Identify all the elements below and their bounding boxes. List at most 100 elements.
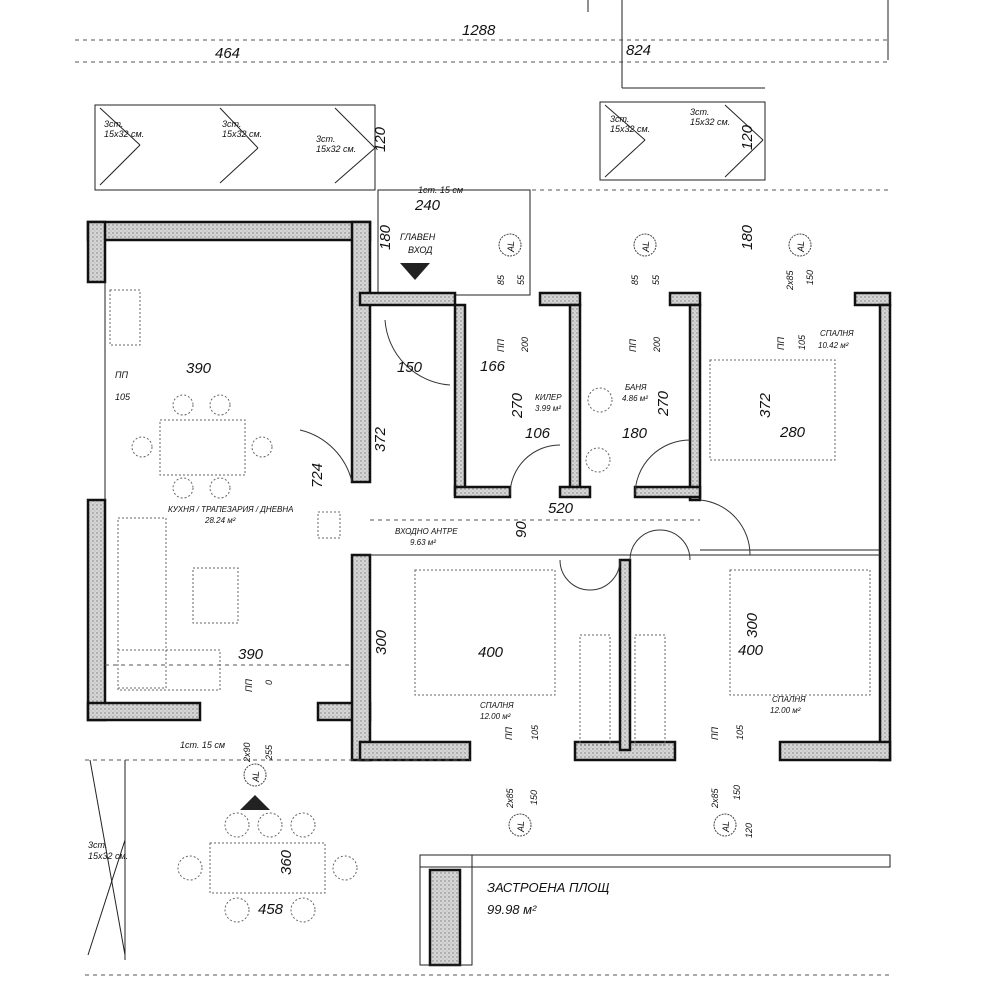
terrace-step-label: 1ст. 15 см xyxy=(180,740,225,750)
bedroom1-sill-label: ПП xyxy=(776,336,786,350)
window-tags xyxy=(243,233,812,837)
built-area-value: 99.98 м² xyxy=(487,902,537,917)
kitchen-room-area: 28.24 м² xyxy=(204,516,236,525)
window-size: 2x85 xyxy=(785,269,795,291)
kitchen-room-name: КУХНЯ / ТРАПЕЗАРИЯ / ДНЕВНА xyxy=(168,505,293,514)
terrace xyxy=(85,759,470,960)
window-size: 2x90 xyxy=(242,742,252,763)
top-stairs xyxy=(94,101,890,191)
stair-label: 3ст. xyxy=(222,119,241,129)
dimension-pantry-height: 270 xyxy=(509,392,526,419)
pantry-sill-value: 200 xyxy=(520,337,530,353)
window-tag: AL xyxy=(251,771,261,783)
window-depth: 120 xyxy=(744,823,754,838)
dimension-hall-depth: 90 xyxy=(513,521,530,538)
stair-label: 3ст. xyxy=(88,840,107,850)
dimension-hall-width: 520 xyxy=(548,500,574,517)
dimension-stair-depth: 120 xyxy=(372,126,389,152)
dimension-bath-door: 180 xyxy=(622,425,648,442)
bedroom3-room-area: 12.00 м² xyxy=(770,706,801,715)
stair-label: 3ст. xyxy=(610,114,629,124)
pantry-room-area: 3.99 м² xyxy=(535,404,561,413)
window-sill: 150 xyxy=(732,785,742,800)
bedroom3-sill-label: ПП xyxy=(710,726,720,740)
dimension-bedroom1-height: 372 xyxy=(757,392,774,418)
dimension-bedroom2-width: 400 xyxy=(478,644,504,661)
window-tag: AL xyxy=(721,821,731,833)
stair-size: 15x32 см. xyxy=(104,129,144,139)
window-tag: AL xyxy=(506,241,516,253)
kitchen-sill-value-2: 0 xyxy=(264,680,274,685)
dimension-terrace-table: 360 xyxy=(278,849,295,875)
bedroom1-room-name: СПАЛНЯ xyxy=(820,329,854,338)
dimension-left-width: 464 xyxy=(215,45,240,62)
stair-label: 3ст. xyxy=(104,119,123,129)
bedroom2-sill-value: 105 xyxy=(530,724,540,740)
stair-label: 3ст. xyxy=(690,107,709,117)
dimension-entry-depth: 180 xyxy=(377,224,394,250)
window-size: 85 xyxy=(630,274,640,285)
dimension-hall-height: 372 xyxy=(372,426,389,452)
window-sill: 55 xyxy=(516,274,526,285)
stair-size: 15x32 см. xyxy=(690,117,730,127)
window-sill: 150 xyxy=(529,790,539,805)
stair-size: 15x32 см. xyxy=(316,144,356,154)
dimension-terrace-width: 458 xyxy=(258,901,284,918)
dimension-bedroom1-width: 280 xyxy=(779,424,806,441)
window-size: 2x85 xyxy=(710,787,720,809)
bedroom3-room-name: СПАЛНЯ xyxy=(772,695,806,704)
bedroom3-sill-value: 105 xyxy=(735,724,745,740)
dimension-hall-door: 150 xyxy=(397,359,423,376)
bath-sill-value: 200 xyxy=(652,337,662,353)
pantry-room-name: КИЛЕР xyxy=(535,393,562,402)
entrance-arrow-icon xyxy=(400,263,430,280)
stair-label: 3ст. xyxy=(316,134,335,144)
stair-size: 15x32 см. xyxy=(222,129,262,139)
dimension-bedroom3-width: 400 xyxy=(738,642,764,659)
dimension-stair-depth: 120 xyxy=(739,124,756,150)
hall-room-name: ВХОДНО АНТРЕ xyxy=(395,527,458,536)
window-tag: AL xyxy=(516,821,526,833)
window-sill: 255 xyxy=(264,744,274,761)
kitchen-sill-label: ПП xyxy=(115,370,129,380)
dimension-bedroom3-height: 300 xyxy=(744,612,761,638)
doors xyxy=(299,319,751,591)
dimension-pantry-width: 166 xyxy=(480,358,506,375)
window-tag: AL xyxy=(796,241,806,253)
dimension-bedroom2-height: 300 xyxy=(373,629,390,655)
dimension-kitchen-height: 724 xyxy=(309,463,326,488)
bedroom2-room-area: 12.00 м² xyxy=(480,712,511,721)
window-size: 2x85 xyxy=(505,787,515,809)
pantry-sill-label: ПП xyxy=(496,338,506,352)
dimension-entry-step: 240 xyxy=(414,197,441,214)
built-area-title: ЗАСТРОЕНА ПЛОЩ xyxy=(487,880,609,895)
stair-size: 15x32 см. xyxy=(88,851,128,861)
dimension-total-width: 1288 xyxy=(462,22,496,39)
kitchen-sill-value: 105 xyxy=(115,392,131,402)
main-entrance-label: ГЛАВЕН xyxy=(400,232,436,242)
window-sill: 150 xyxy=(805,270,815,285)
dimension-kitchen-width: 390 xyxy=(186,360,212,377)
bedroom2-room-name: СПАЛНЯ xyxy=(480,701,514,710)
furniture xyxy=(109,289,871,923)
bedroom1-room-area: 10.42 м² xyxy=(818,341,849,350)
dimension-lines xyxy=(75,0,890,976)
window-sill: 55 xyxy=(651,274,661,285)
dimension-right-top-depth: 180 xyxy=(739,224,756,250)
dimension-kitchen-width-bottom: 390 xyxy=(238,646,264,663)
walls xyxy=(86,220,892,967)
dimension-pantry-door: 106 xyxy=(525,425,551,442)
entry-step-label: 1ст. 15 см xyxy=(418,185,463,195)
bath-room-name: БАНЯ xyxy=(625,383,647,392)
window-size: 85 xyxy=(496,274,506,285)
stair-size: 15x32 см. xyxy=(610,124,650,134)
interior-lines xyxy=(104,282,880,666)
window-tag: AL xyxy=(641,241,651,253)
dimension-bath-height: 270 xyxy=(655,390,672,417)
kitchen-sill-label: ПП xyxy=(244,678,254,692)
bedroom1-sill-value: 105 xyxy=(797,334,807,350)
bath-sill-label: ПП xyxy=(628,338,638,352)
dimension-right-width: 824 xyxy=(626,42,651,59)
main-entrance-label: ВХОД xyxy=(408,245,433,255)
